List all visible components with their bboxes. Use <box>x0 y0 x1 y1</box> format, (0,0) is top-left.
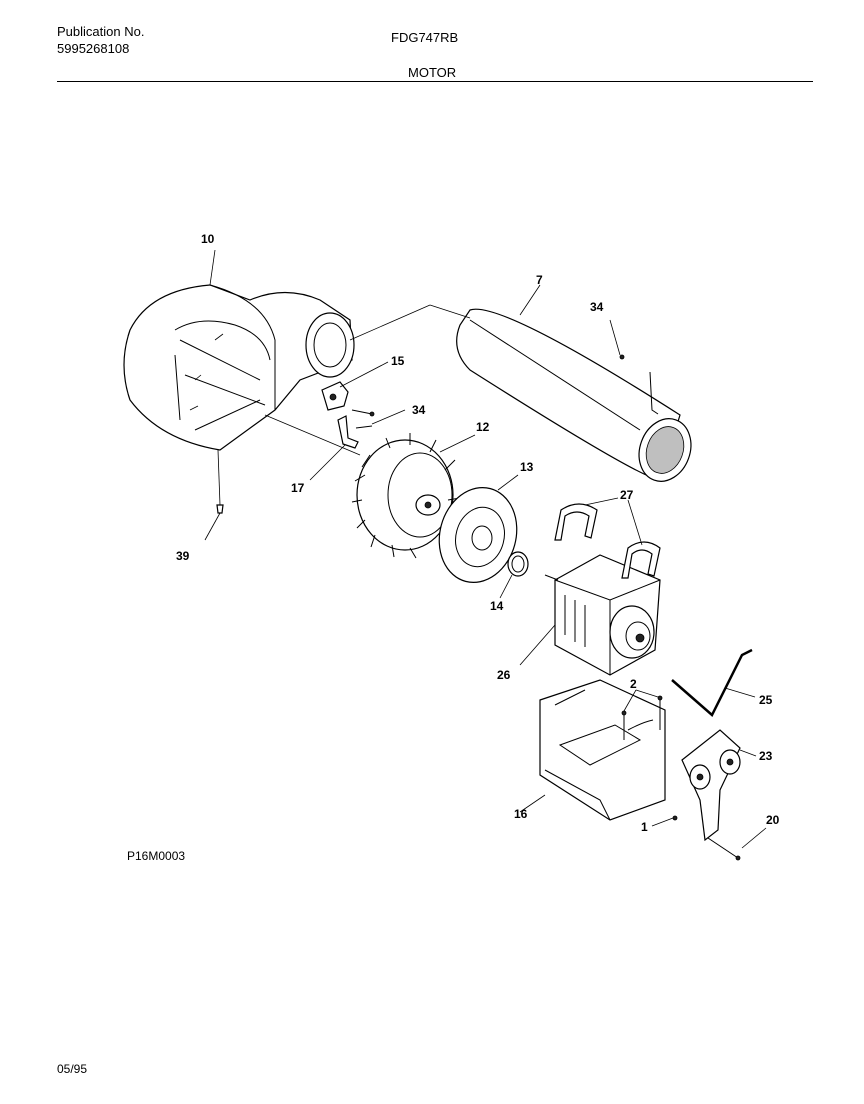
callout-16: 16 <box>514 807 528 821</box>
callout-12: 12 <box>476 420 490 434</box>
callout-25: 25 <box>759 693 773 707</box>
callout-26: 26 <box>497 668 511 682</box>
callout-10: 10 <box>201 232 215 246</box>
callout-34-lower: 34 <box>412 403 426 417</box>
bracket-17-part <box>309 415 359 481</box>
diagram-reference-code: P16M0003 <box>127 849 186 863</box>
callout-7: 7 <box>536 273 543 287</box>
callout-34-upper: 34 <box>590 300 604 314</box>
drive-motor-part <box>519 554 661 676</box>
idler-pulley-assembly-part <box>681 729 757 842</box>
date-code: 05/95 <box>57 1062 88 1076</box>
model-number: FDG747RB <box>391 30 459 45</box>
callout-15: 15 <box>391 354 405 368</box>
bolt-20-part <box>707 827 767 861</box>
screws-2-part <box>621 689 663 740</box>
callout-1: 1 <box>641 820 648 834</box>
screw-34-lower-part <box>351 409 406 429</box>
publication-label: Publication No. <box>57 24 145 39</box>
header-rule <box>57 81 813 82</box>
callout-20: 20 <box>766 813 780 827</box>
publication-number: 5995268108 <box>57 41 130 56</box>
callout-39: 39 <box>176 549 190 563</box>
callout-13: 13 <box>520 460 534 474</box>
idler-spring-part <box>671 648 756 718</box>
callout-17: 17 <box>291 481 305 495</box>
section-title: MOTOR <box>408 65 457 80</box>
blower-wheel-part <box>351 433 476 559</box>
clip-15-part <box>321 361 389 411</box>
blower-housing-part <box>123 249 355 506</box>
blower-seal-part <box>438 474 519 583</box>
callout-2: 2 <box>630 677 637 691</box>
screw-1-part <box>651 815 678 827</box>
callout-14: 14 <box>490 599 504 613</box>
motor-mount-part <box>519 679 666 821</box>
exhaust-duct-part <box>349 284 692 482</box>
callout-23: 23 <box>759 749 773 763</box>
motor-clamps-part <box>554 497 661 579</box>
clamp-ring-part <box>499 551 529 599</box>
callout-27: 27 <box>620 488 634 502</box>
screw-39-part <box>204 504 224 541</box>
